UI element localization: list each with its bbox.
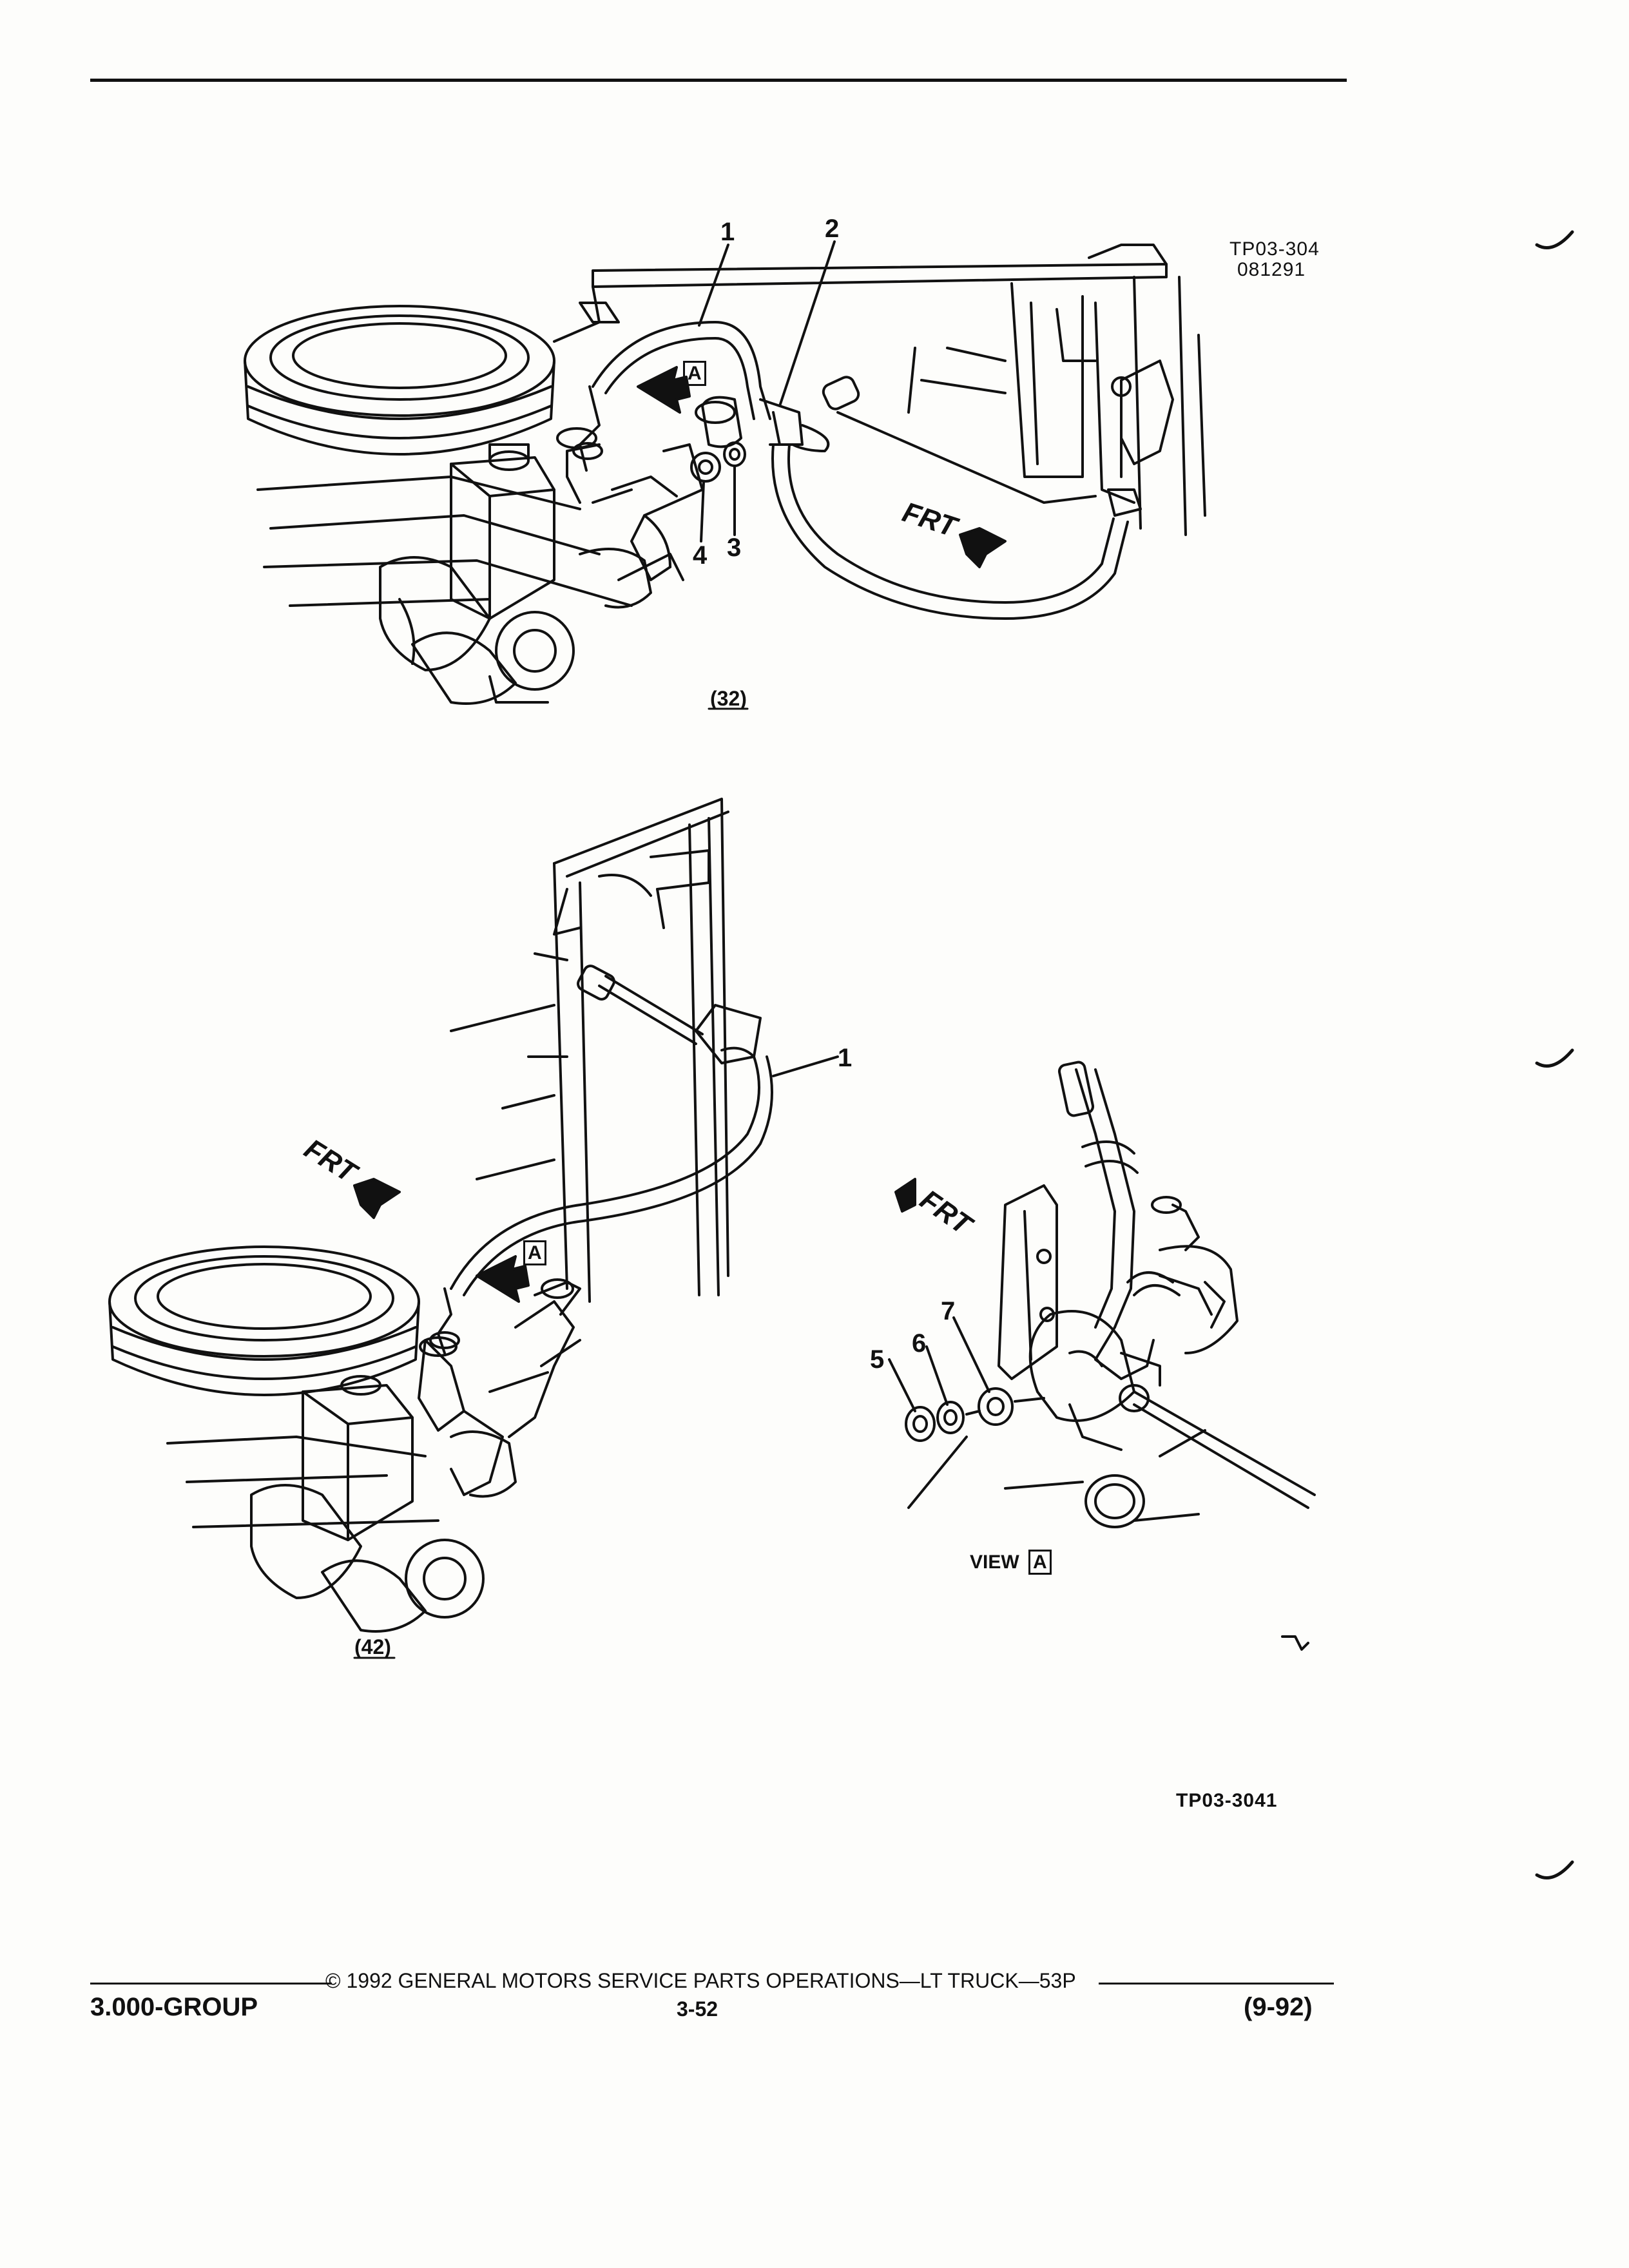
- top-figure-drawing: [244, 240, 1206, 710]
- bracket-top: [556, 396, 742, 609]
- frt-arrow-view-a: [894, 1178, 916, 1213]
- frame-rail-bottom: [450, 798, 729, 1303]
- callout-2-top: 2: [825, 215, 840, 243]
- footer-rule-left: [90, 1983, 332, 1984]
- frt-arrow-top: [959, 527, 1007, 568]
- callout-4-top: 4: [693, 541, 708, 570]
- clip-2: [759, 376, 860, 452]
- callout-6: 6: [912, 1329, 927, 1358]
- air-cleaner-top: [244, 305, 555, 456]
- washer-3: [723, 441, 746, 467]
- callout-3-top: 3: [727, 533, 742, 562]
- footer-revision: (9-92): [1244, 1993, 1313, 2021]
- figure-code-bottom: TP03-3041: [1176, 1790, 1278, 1811]
- callout-7: 7: [941, 1297, 956, 1325]
- callout-1-bottom: 1: [838, 1044, 853, 1072]
- footer-copyright: © 1992 GENERAL MOTORS SERVICE PARTS OPER…: [325, 1969, 1076, 1992]
- view-tag-a-top: A: [683, 361, 706, 386]
- arrow-a-bottom: [476, 1255, 530, 1303]
- figure-code-top: TP03-304: [1229, 238, 1320, 260]
- footer-page-number: 3-52: [677, 1997, 718, 2021]
- header-rule: [90, 79, 1347, 82]
- view-a-drawing: [888, 1061, 1316, 1651]
- nut-4: [690, 452, 721, 483]
- washer-5: [905, 1406, 936, 1442]
- footer-rule-right: [1099, 1983, 1334, 1984]
- view-word: VIEW: [970, 1552, 1019, 1573]
- footer-group: 3.000-GROUP: [90, 1993, 258, 2021]
- caption-bottom: (42): [354, 1635, 391, 1658]
- hose-lower-loop-top: [771, 443, 1129, 620]
- view-tag-a-bottom: A: [523, 1240, 546, 1265]
- caption-top: (32): [710, 687, 747, 710]
- bottom-left-figure-drawing: [108, 798, 839, 1659]
- pump-reservoir-top: [379, 443, 575, 705]
- spacer-6: [936, 1401, 965, 1434]
- frt-arrow-bottom: [353, 1178, 401, 1219]
- nut-7: [978, 1387, 1014, 1426]
- view-a-label: VIEW A: [970, 1550, 1052, 1575]
- callout-1-top: 1: [720, 218, 735, 246]
- frame-rail-top: [553, 244, 1206, 536]
- view-a-letter: A: [1028, 1550, 1052, 1575]
- air-cleaner-bottom: [108, 1245, 420, 1396]
- callout-5: 5: [870, 1345, 885, 1374]
- hose-1-bottom: [429, 1046, 773, 1354]
- binder-marks: [1535, 230, 1574, 1879]
- figure-date-top: 081291: [1237, 259, 1306, 280]
- arrow-a-top: [637, 366, 691, 414]
